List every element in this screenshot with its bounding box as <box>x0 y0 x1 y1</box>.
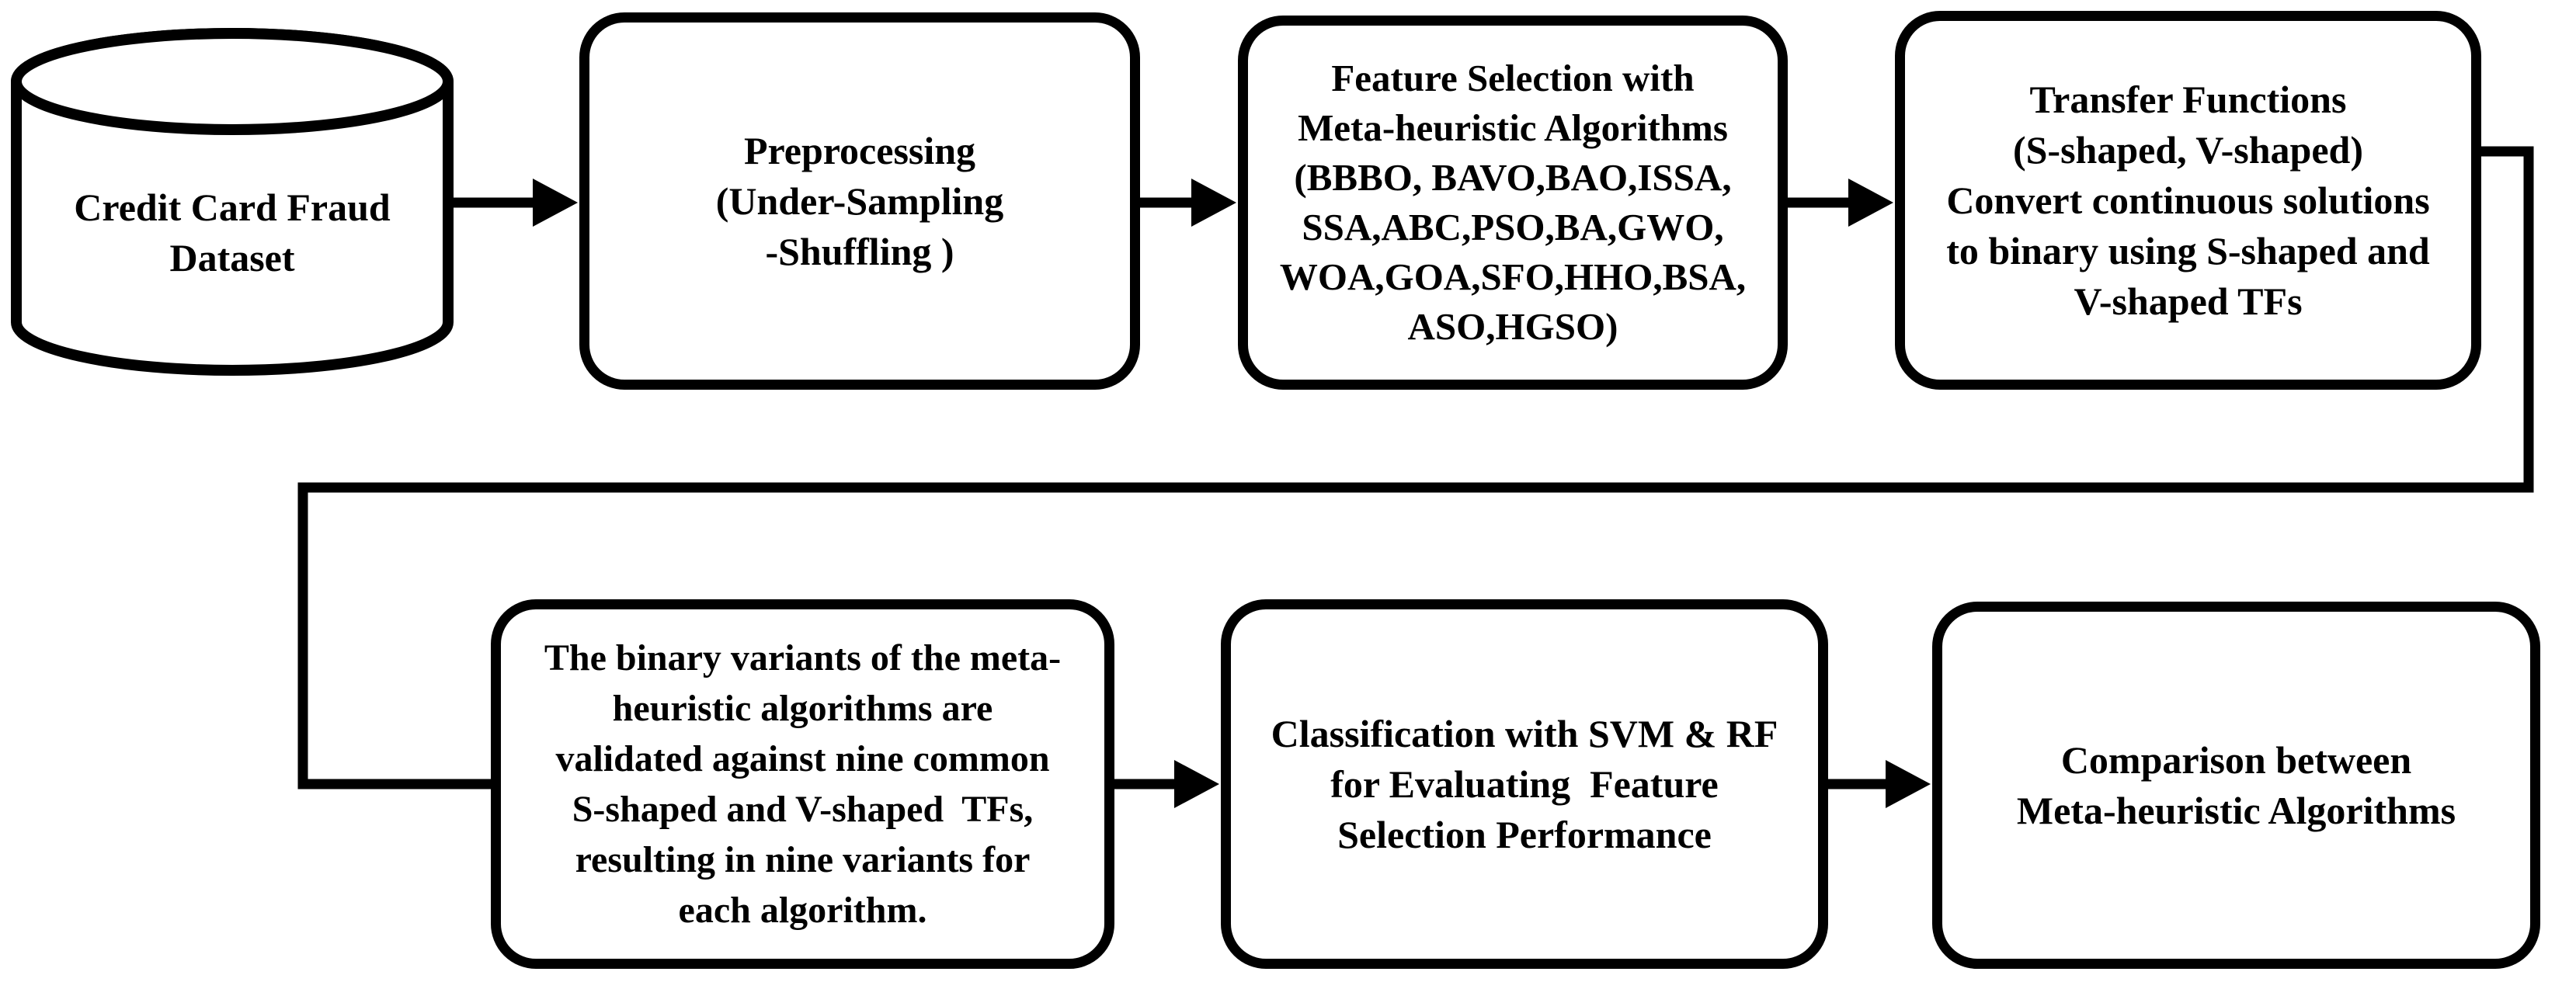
arrow-feature-selection-to-transfer-functions <box>1788 179 1893 227</box>
node-comparison-line: Meta-heuristic Algorithms <box>2016 788 2456 832</box>
node-feature-selection-line: Feature Selection with <box>1331 57 1695 99</box>
node-validation-line: resulting in nine variants for <box>575 839 1031 880</box>
database-cylinder-shape <box>11 28 454 376</box>
node-feature-selection-line: ASO,HGSO) <box>1407 305 1618 348</box>
node-comparison-line: Comparison between <box>2060 737 2412 782</box>
node-preprocessing-line: (Under-Sampling <box>715 179 1004 223</box>
elbow-connector-transfer-to-validation <box>297 146 2534 789</box>
node-transfer-functions: Transfer Functions (S-shaped, V-shaped) … <box>1895 11 2481 390</box>
node-transfer-functions-line: (S-shaped, V-shaped) <box>2012 127 2364 172</box>
node-preprocessing-line: Preprocessing <box>743 128 976 172</box>
node-transfer-functions-line: Convert continuous solutions <box>1946 178 2430 222</box>
node-classification-line: Selection Performance <box>1337 812 1712 856</box>
node-dataset-line: Credit Card Fraud <box>74 186 391 229</box>
node-feature-selection-line: Meta-heuristic Algorithms <box>1298 106 1728 149</box>
node-classification-line: Classification with SVM & RF <box>1271 711 1778 755</box>
arrow-classification-to-comparison <box>1828 760 1931 808</box>
node-transfer-functions-line: to binary using S-shaped and <box>1946 228 2430 272</box>
node-validation-line: S-shaped and V-shaped TFs, <box>572 789 1034 830</box>
node-validation-line: each algorithm. <box>678 890 927 931</box>
node-transfer-functions-line: Transfer Functions <box>2029 77 2347 121</box>
node-feature-selection-line: WOA,GOA,SFO,HHO,BSA, <box>1279 255 1747 298</box>
node-dataset: Credit Card Fraud Dataset <box>16 101 448 365</box>
node-feature-selection: Feature Selection with Meta-heuristic Al… <box>1238 16 1788 390</box>
node-validation: The binary variants of the meta- heurist… <box>491 599 1114 969</box>
node-dataset-line: Dataset <box>169 236 295 279</box>
node-feature-selection-line: SSA,ABC,PSO,BA,GWO, <box>1302 206 1724 248</box>
arrow-dataset-to-preprocessing <box>448 179 578 227</box>
node-classification-line: for Evaluating Feature <box>1330 762 1719 806</box>
node-feature-selection-line: (BBBO, BAVO,BAO,ISSA, <box>1294 156 1732 199</box>
node-validation-line: heuristic algorithms are <box>612 688 993 729</box>
node-classification: Classification with SVM & RF for Evaluat… <box>1221 599 1828 969</box>
node-comparison: Comparison between Meta-heuristic Algori… <box>1932 602 2540 969</box>
node-preprocessing: Preprocessing (Under-Sampling -Shuffling… <box>579 12 1140 390</box>
node-validation-line: validated against nine common <box>555 738 1050 779</box>
node-validation-line: The binary variants of the meta- <box>544 637 1062 678</box>
node-preprocessing-line: -Shuffling ) <box>765 229 954 273</box>
arrow-validation-to-classification <box>1114 760 1219 808</box>
arrow-preprocessing-to-feature-selection <box>1140 179 1236 227</box>
node-transfer-functions-line: V-shaped TFs <box>2074 279 2303 323</box>
